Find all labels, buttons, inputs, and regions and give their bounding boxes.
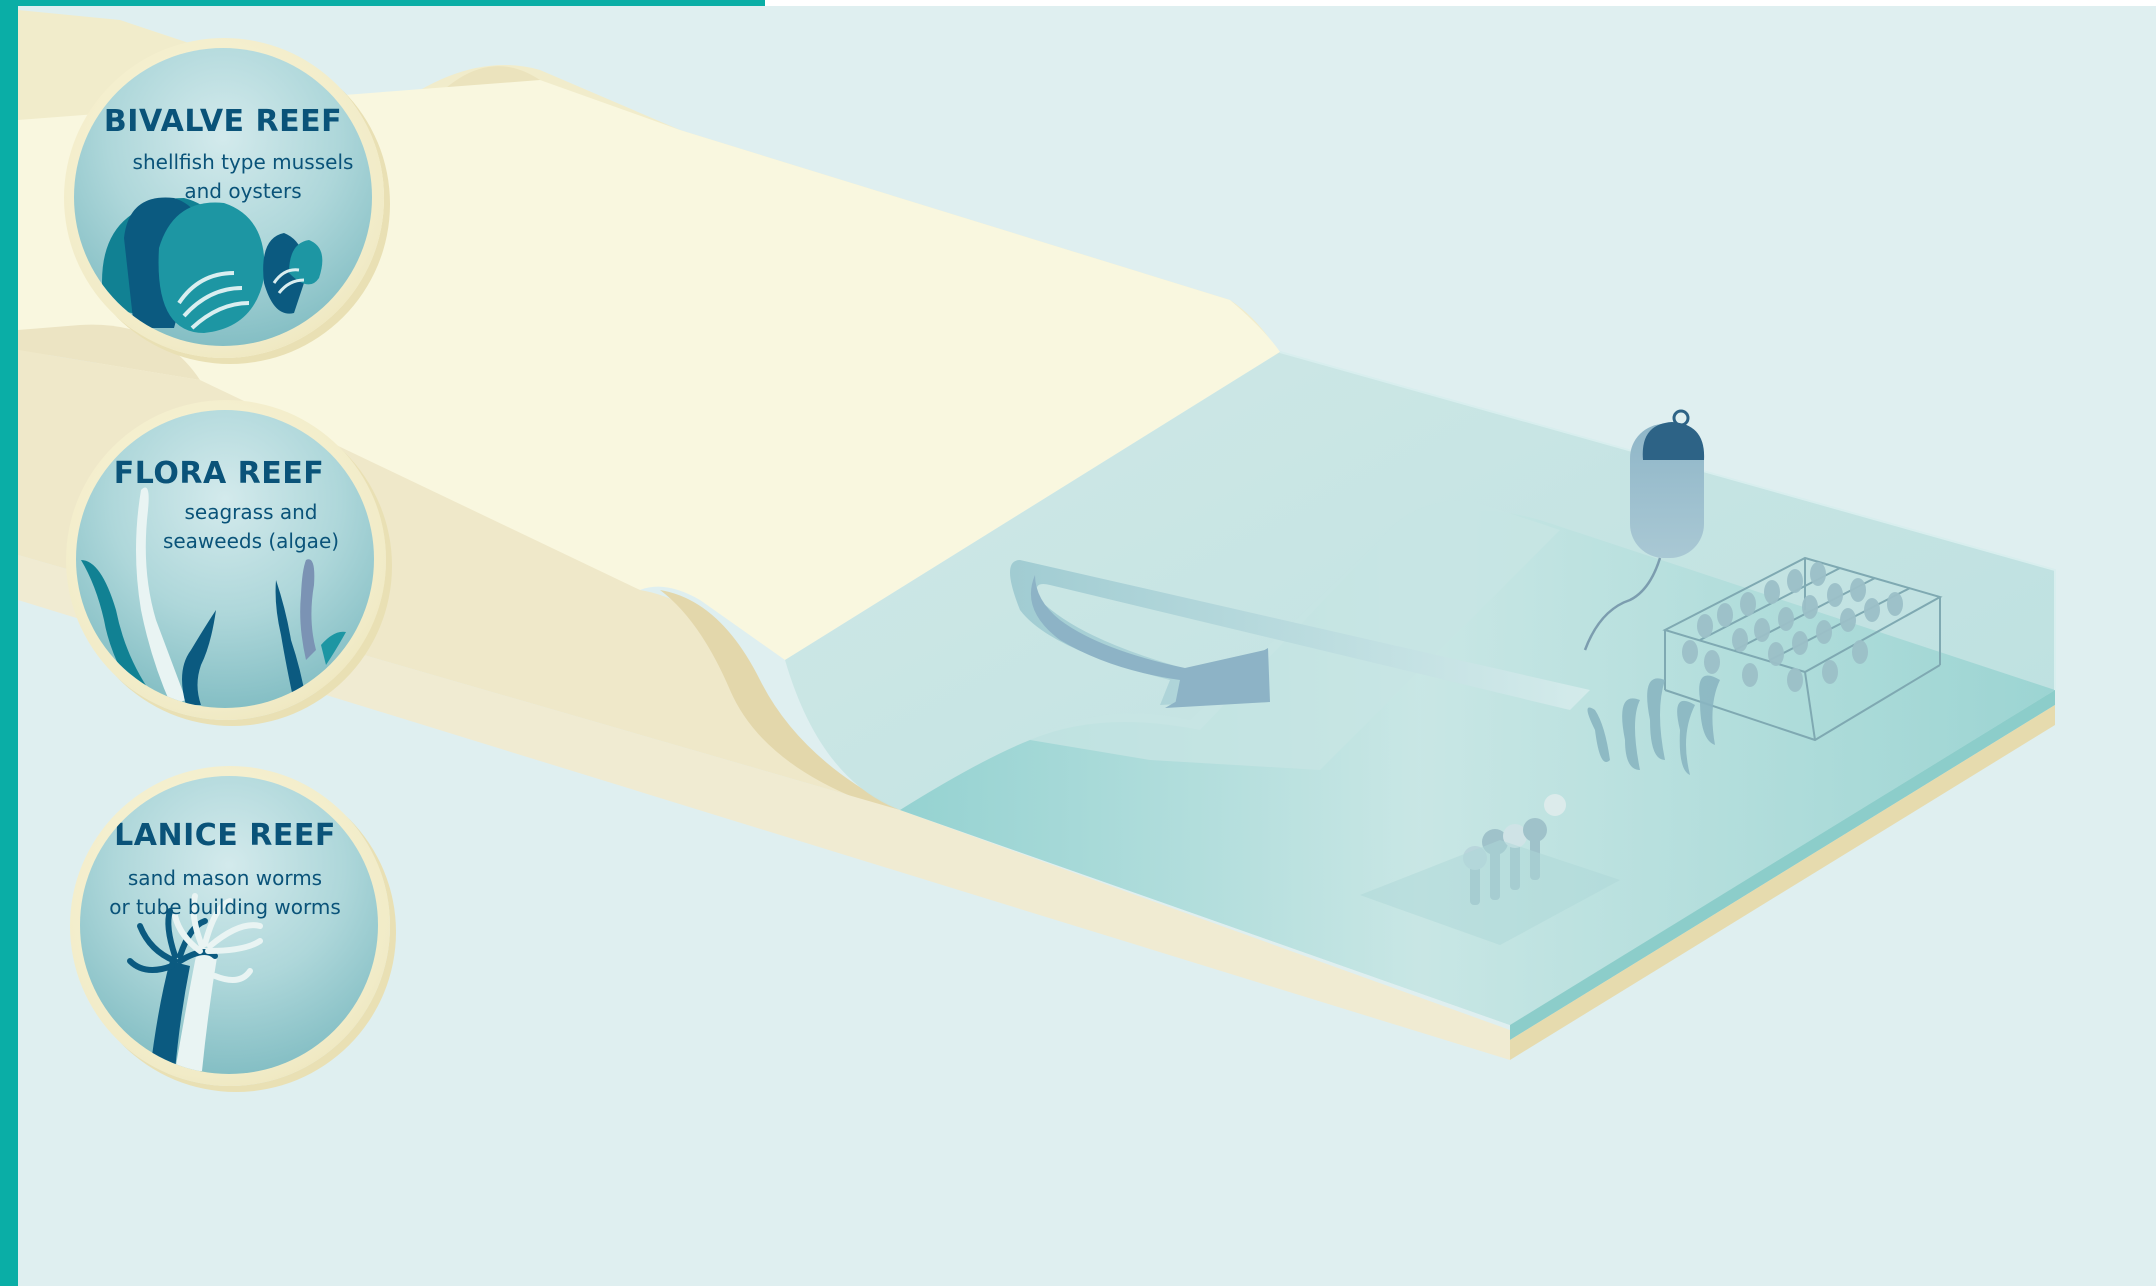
badge-disc: FLORA REEF seagrass and seaweeds (algae) (76, 410, 374, 708)
badge-disc: BIVALVE REEF shellfish type mussels and … (74, 48, 372, 346)
badge-description: shellfish type mussels and oysters (94, 148, 372, 206)
badge-flora-reef: FLORA REEF seagrass and seaweeds (algae) (66, 400, 386, 720)
badge-lanice-reef: LANICE REEF sand mason worms or tube bui… (70, 766, 390, 1086)
badge-title: FLORA REEF (76, 456, 368, 491)
badge-disc: LANICE REEF sand mason worms or tube bui… (80, 776, 378, 1074)
badge-title: LANICE REEF (80, 818, 374, 853)
badge-bivalve-reef: BIVALVE REEF shellfish type mussels and … (64, 38, 384, 358)
badge-title: BIVALVE REEF (74, 104, 372, 139)
badge-description: sand mason worms or tube building worms (80, 864, 374, 922)
badge-description: seagrass and seaweeds (algae) (102, 498, 374, 556)
seaweed-icon (76, 410, 374, 708)
